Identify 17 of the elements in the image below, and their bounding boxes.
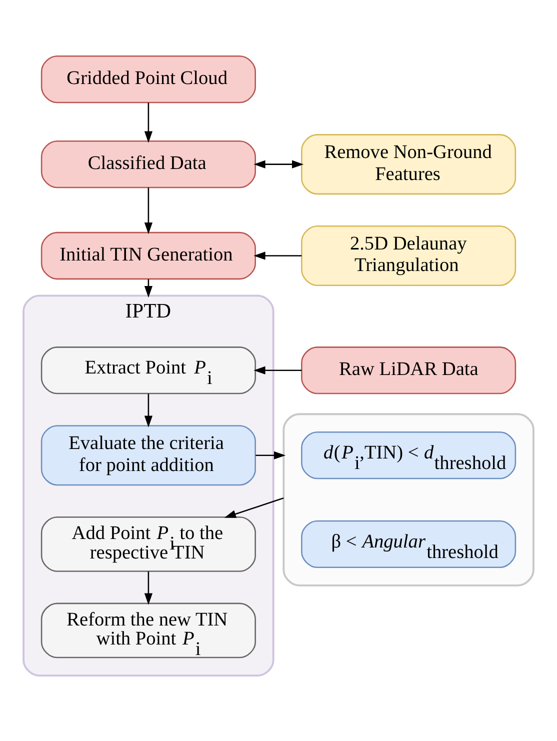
arrow bbox=[256, 450, 286, 459]
node-box: 2.5D Delaunay Triangulation bbox=[301, 224, 516, 286]
arrow bbox=[254, 366, 302, 374]
arrow bbox=[144, 187, 152, 234]
arrow bbox=[144, 571, 152, 604]
arrow bbox=[224, 496, 284, 518]
arrow bbox=[144, 393, 152, 427]
node-box: Remove Non-Ground Features bbox=[301, 134, 516, 194]
arrow bbox=[144, 102, 152, 142]
node-box: Evaluate the criteria for point addition bbox=[40, 424, 256, 486]
arrow bbox=[254, 251, 302, 260]
node-box: Classified Data bbox=[40, 140, 256, 188]
node-box: Gridded Point Cloud bbox=[40, 55, 256, 103]
node-box: Initial TIN Generation bbox=[40, 231, 256, 280]
cluster bbox=[282, 412, 534, 586]
node-box: Raw LiDAR Data bbox=[301, 346, 516, 394]
arrow bbox=[254, 160, 304, 168]
